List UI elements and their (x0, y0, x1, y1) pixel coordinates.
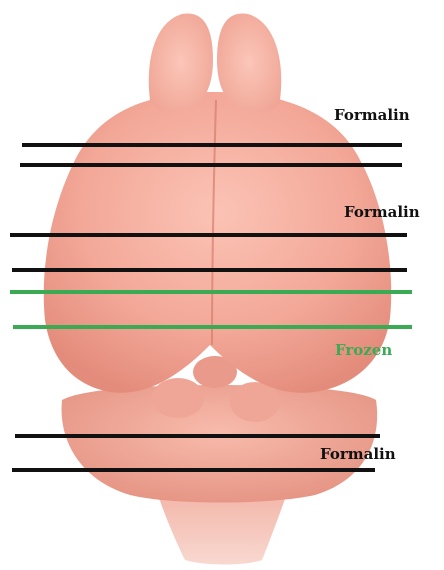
olfactory-bulb-left (149, 13, 213, 111)
olfactory-bulb-right (217, 13, 281, 111)
formalin-label-bottom: Formalin (320, 447, 396, 462)
cerebellum (62, 385, 378, 503)
colliculus-left (152, 378, 204, 418)
formalin-label-middle: Formalin (344, 205, 420, 220)
colliculus-right (230, 382, 280, 422)
formalin-label-top: Formalin (334, 108, 410, 123)
frozen-label: Frozen (335, 343, 392, 358)
